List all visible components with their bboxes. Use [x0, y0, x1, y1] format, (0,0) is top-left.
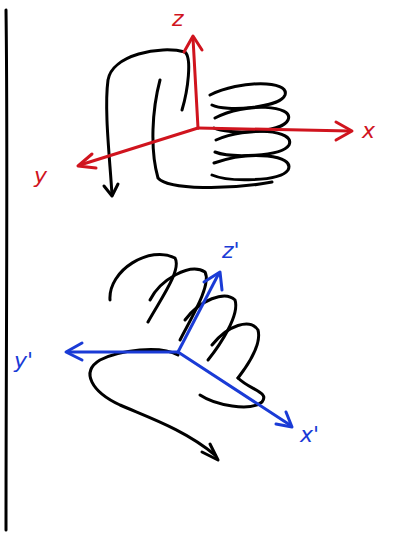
axis-label: x — [362, 120, 375, 142]
hand-sketch — [90, 254, 264, 460]
axis-label: x' — [300, 424, 319, 446]
axis-label: z' — [222, 240, 240, 262]
axes — [78, 36, 352, 168]
border-line — [5, 10, 9, 530]
axis-label: y' — [14, 350, 33, 372]
axis-label: y — [34, 165, 47, 187]
axes — [66, 272, 292, 427]
axis-label: z — [172, 8, 184, 30]
